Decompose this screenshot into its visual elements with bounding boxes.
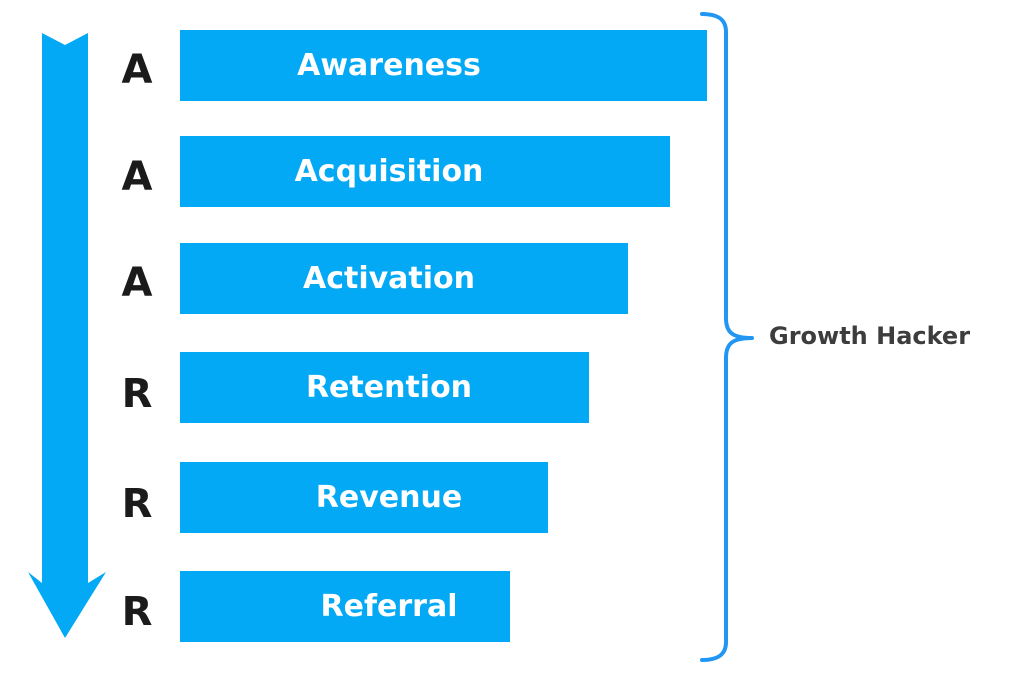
stage-letter-retention: R bbox=[121, 371, 153, 417]
stage-bar-acquisition bbox=[180, 136, 670, 207]
stage-label-activation: Activation bbox=[302, 261, 476, 296]
stage-label-revenue: Revenue bbox=[315, 480, 463, 515]
stage-letter-referral: R bbox=[121, 589, 153, 635]
brace-shape bbox=[700, 12, 754, 662]
stage-letter-activation: A bbox=[121, 260, 153, 306]
stage-bar-awareness bbox=[180, 30, 707, 101]
stage-label-retention: Retention bbox=[305, 370, 473, 405]
stage-bar-retention bbox=[180, 352, 589, 423]
stage-label-awareness: Awareness bbox=[297, 48, 481, 83]
growth-hacker-label: Growth Hacker bbox=[769, 322, 971, 350]
stage-bar-referral bbox=[180, 571, 510, 642]
stage-label-referral: Referral bbox=[320, 589, 458, 624]
stage-letter-revenue: R bbox=[121, 481, 153, 527]
down-arrow-shape bbox=[28, 33, 106, 638]
stage-letter-acquisition: A bbox=[121, 154, 153, 200]
stage-label-acquisition: Acquisition bbox=[294, 154, 484, 189]
stage-letter-awareness: A bbox=[121, 47, 153, 93]
stage-bar-revenue bbox=[180, 462, 548, 533]
stage-bar-activation bbox=[180, 243, 628, 314]
